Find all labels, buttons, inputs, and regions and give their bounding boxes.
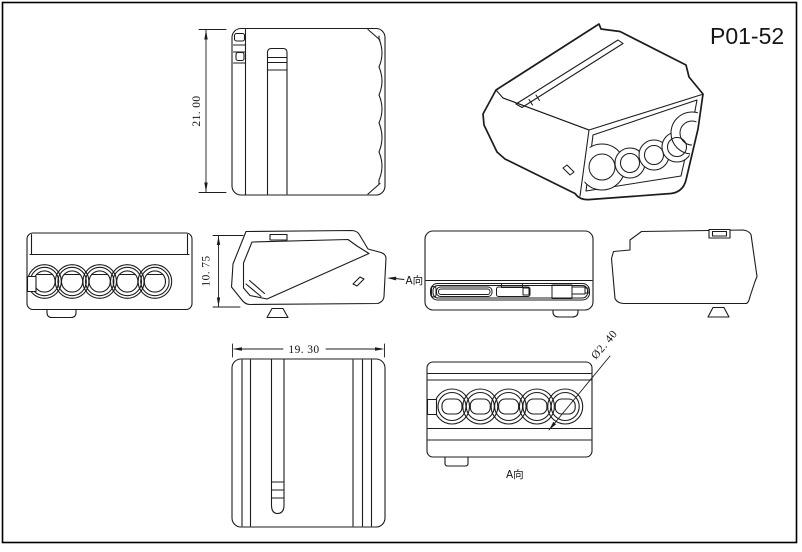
dimension-height-text: 10. 75 xyxy=(201,255,213,286)
hole-diameter-text: Ø2. 40 xyxy=(589,328,620,362)
bottom-view-outline xyxy=(231,358,386,528)
right-side-foot xyxy=(707,306,730,318)
front-view-outline xyxy=(26,232,193,311)
a-direction-label-side: A向 xyxy=(406,274,424,287)
right-side-view xyxy=(610,228,758,318)
bottom-view xyxy=(231,343,386,528)
front-wire-holes xyxy=(27,264,173,299)
back-view xyxy=(424,230,594,318)
a-view-wire-holes xyxy=(433,388,584,425)
top-view-outline xyxy=(231,27,386,196)
part-number: P01-52 xyxy=(710,23,784,49)
a-view-bottom-tab xyxy=(444,456,469,467)
side-view-foot xyxy=(266,307,289,319)
back-view-channel xyxy=(430,283,590,301)
side-view-outline xyxy=(230,229,387,306)
port-scallops xyxy=(367,28,383,195)
release-slot xyxy=(266,47,288,195)
dimension-depth-text: 21. 00 xyxy=(191,95,203,126)
a-direction-view xyxy=(426,355,611,467)
dimension-width xyxy=(232,343,385,358)
a-direction-label-front: A向 xyxy=(506,468,524,481)
back-view-outline xyxy=(424,230,594,311)
latch-detail xyxy=(232,32,247,64)
isometric-view xyxy=(482,23,704,201)
isometric-top-slot xyxy=(515,39,624,109)
a-direction-arrow xyxy=(387,276,405,281)
hole-diameter-leader xyxy=(548,355,611,431)
top-view xyxy=(198,27,386,196)
front-view xyxy=(26,232,193,319)
right-side-outline xyxy=(610,229,758,305)
dimension-depth xyxy=(198,29,227,193)
bottom-slot xyxy=(270,358,285,515)
isometric-wire-holes xyxy=(582,111,701,191)
a-view-outline xyxy=(426,361,593,458)
dimension-width-text: 19. 30 xyxy=(288,344,319,356)
side-view xyxy=(212,229,405,319)
dimension-height xyxy=(212,235,244,308)
right-side-latch xyxy=(708,228,731,239)
page-border xyxy=(1,1,798,544)
